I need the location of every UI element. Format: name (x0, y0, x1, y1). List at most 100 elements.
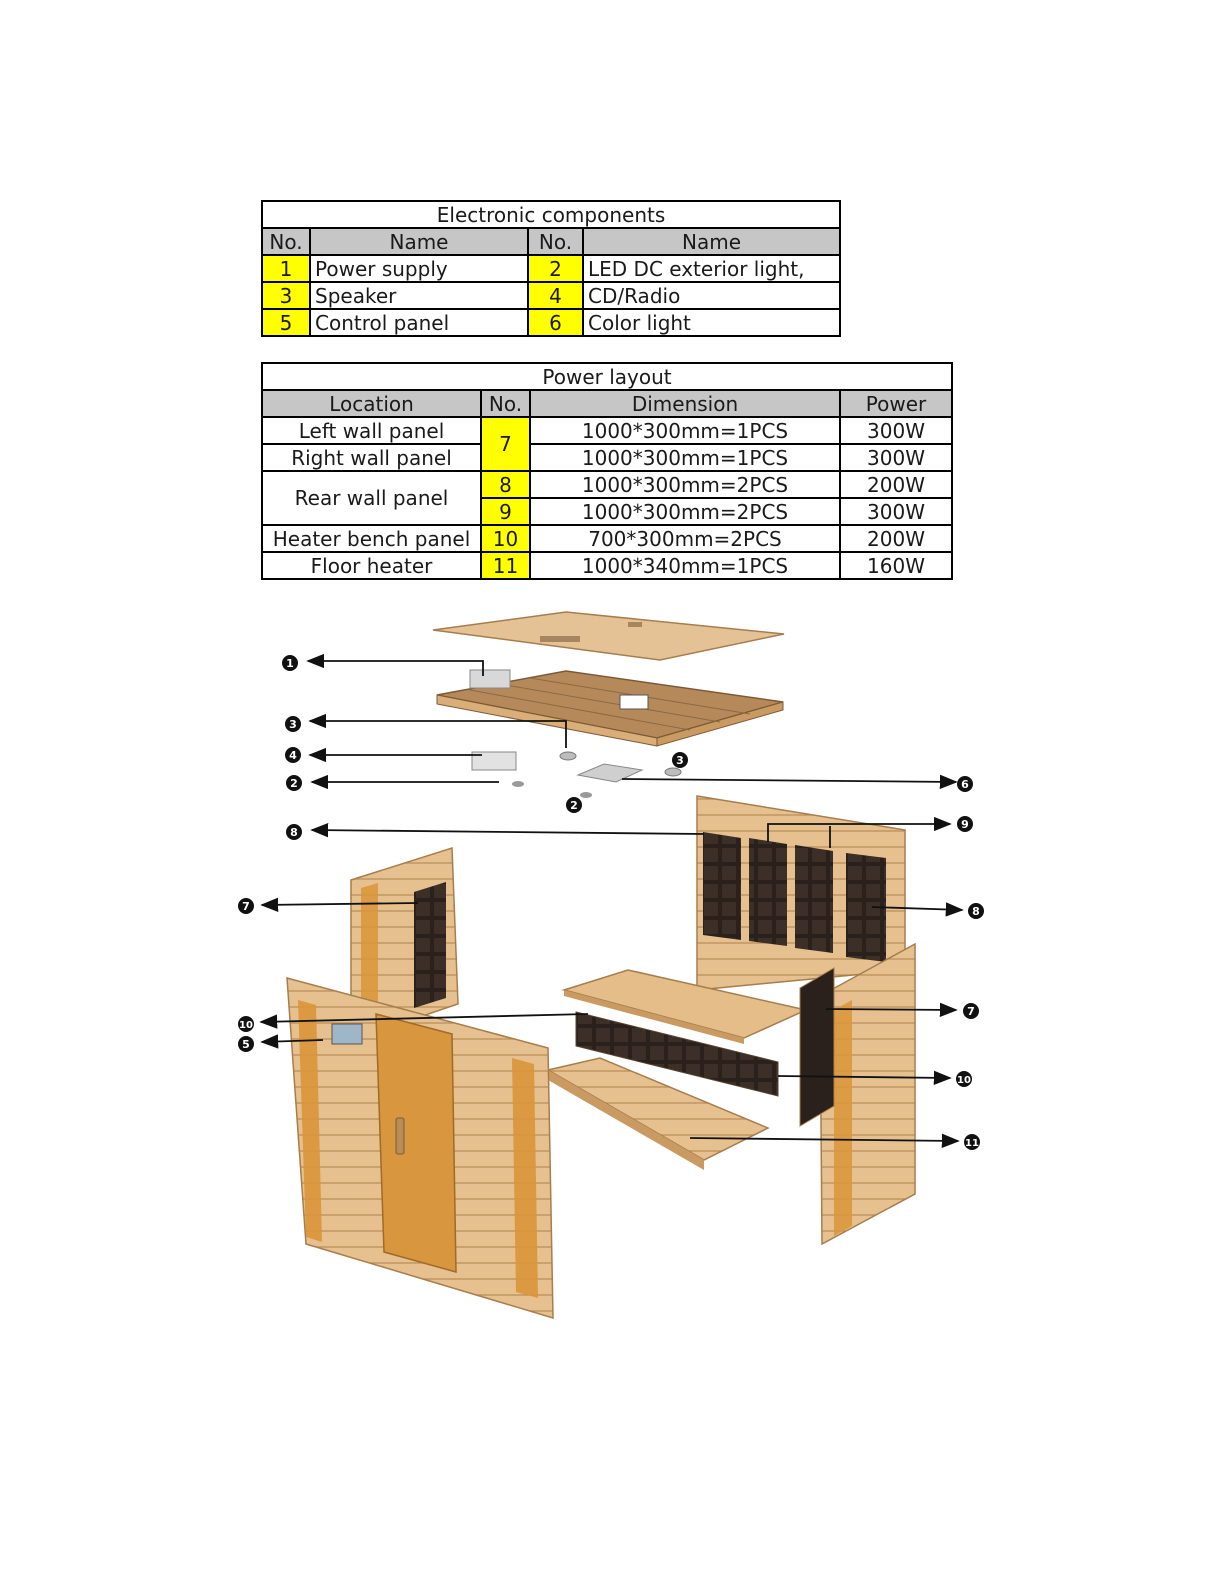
location-left-wall: Left wall panel (261, 416, 482, 445)
table-row: 1 Power supply 2 LED DC exterior light, (261, 254, 842, 283)
panel-number: 8 (480, 470, 531, 499)
header-no: No. (527, 227, 584, 256)
callout-5: 5 (238, 1036, 254, 1052)
panel-number: 10 (480, 524, 531, 553)
sauna-exploded-diagram: 1 3 4 2 3 2 6 8 9 7 8 10 (238, 611, 984, 1320)
header-no: No. (480, 389, 531, 418)
dimension-cell: 1000*300mm=2PCS (529, 497, 841, 526)
svg-text:5: 5 (242, 1038, 250, 1051)
component-name: Color light (581, 308, 842, 337)
power-cell: 300W (838, 416, 954, 445)
table-header-row: Location No. Dimension Power (261, 389, 954, 418)
callout-9: 9 (957, 816, 973, 832)
electronic-components-title: Electronic components (260, 200, 842, 229)
svg-text:1: 1 (286, 657, 294, 670)
dimension-cell: 1000*300mm=2PCS (529, 470, 841, 499)
svg-text:9: 9 (961, 818, 969, 831)
callout-2: 2 (286, 775, 302, 791)
power-cell: 160W (838, 551, 954, 580)
callout-lines (259, 653, 964, 1149)
svg-text:7: 7 (967, 1005, 975, 1018)
table-row: Heater bench panel 10 700*300mm=2PCS 200… (261, 524, 954, 553)
svg-text:3: 3 (676, 754, 684, 767)
panel-number: 9 (480, 497, 531, 526)
location-right-wall: Right wall panel (261, 443, 482, 472)
callout-7: 7 (238, 898, 254, 914)
svg-text:10: 10 (239, 1020, 253, 1031)
svg-text:2: 2 (290, 777, 298, 790)
callout-3-b: 3 (672, 752, 688, 768)
component-number: 1 (261, 254, 311, 283)
power-supply-box (469, 669, 511, 689)
cd-radio-unit (471, 751, 517, 771)
control-panel-display (331, 1023, 363, 1045)
component-number: 3 (261, 281, 311, 310)
location-heater-bench: Heater bench panel (261, 524, 482, 553)
callout-10: 10 (238, 1016, 254, 1032)
svg-text:7: 7 (242, 900, 250, 913)
component-number: 4 (527, 281, 584, 310)
power-cell: 200W (838, 524, 954, 553)
left-wall-panel (350, 846, 459, 1042)
callout-4: 4 (285, 747, 301, 763)
svg-text:8: 8 (290, 826, 298, 839)
dimension-cell: 1000*340mm=1PCS (529, 551, 841, 580)
component-number: 5 (261, 308, 311, 337)
header-dimension: Dimension (529, 389, 841, 418)
dimension-cell: 1000*300mm=1PCS (529, 443, 841, 472)
svg-text:6: 6 (961, 778, 969, 791)
speaker (559, 751, 682, 777)
component-name: CD/Radio (581, 281, 842, 310)
table-row: Floor heater 11 1000*340mm=1PCS 160W (261, 551, 954, 580)
header-name: Name (309, 227, 529, 256)
dimension-cell: 700*300mm=2PCS (529, 524, 841, 553)
led-light (512, 781, 592, 798)
power-cell: 300W (838, 443, 954, 472)
table-row: 3 Speaker 4 CD/Radio (261, 281, 842, 310)
location-floor-heater: Floor heater (261, 551, 482, 580)
header-no: No. (261, 227, 311, 256)
svg-text:2: 2 (570, 799, 578, 812)
power-layout-table: Power layout Location No. Dimension Powe… (260, 362, 954, 580)
callout-8: 8 (286, 824, 302, 840)
header-name: Name (581, 227, 842, 256)
svg-text:10: 10 (957, 1075, 971, 1086)
table-row: Left wall panel 7 1000*300mm=1PCS 300W (261, 416, 954, 472)
power-cell: 200W (838, 470, 954, 499)
callout-1: 1 (282, 655, 298, 671)
component-number: 2 (527, 254, 584, 283)
panel-number: 7 (480, 416, 531, 472)
floor-heater-panel (545, 1057, 770, 1170)
dimension-cell: 1000*300mm=1PCS (529, 416, 841, 445)
callout-6: 6 (957, 776, 973, 792)
svg-text:4: 4 (289, 749, 297, 762)
power-cell: 300W (838, 497, 954, 526)
table-title-row: Electronic components (260, 200, 842, 229)
door-handle (395, 1117, 405, 1155)
component-name: LED DC exterior light, (581, 254, 842, 283)
table-row: Rear wall panel 8 1000*300mm=2PCS 200W (261, 470, 954, 526)
header-location: Location (261, 389, 482, 418)
header-power: Power (838, 389, 954, 418)
color-light-panel (576, 763, 644, 783)
table-header-row: No. Name No. Name (261, 227, 842, 256)
svg-text:8: 8 (972, 905, 980, 918)
callout-7-b: 7 (963, 1003, 979, 1019)
table-title-row: Power layout (260, 362, 954, 391)
table-row: Right wall panel 1000*300mm=1PCS 300W (261, 443, 954, 472)
callout-3: 3 (285, 716, 301, 732)
table-row: 5 Control panel 6 Color light (261, 308, 842, 337)
callout-11: 11 (964, 1134, 980, 1150)
component-name: Power supply (309, 254, 529, 283)
power-layout-title: Power layout (260, 362, 954, 391)
component-number: 6 (527, 308, 584, 337)
component-name: Control panel (309, 308, 529, 337)
electronic-components-table: Electronic components No. Name No. Name … (260, 200, 842, 337)
right-wall-panel (799, 942, 916, 1246)
glass-door (375, 1013, 457, 1273)
component-name: Speaker (309, 281, 529, 310)
location-rear-wall: Rear wall panel (261, 470, 482, 526)
callout-2-b: 2 (566, 797, 582, 813)
callout-10-b: 10 (956, 1071, 972, 1087)
rear-wall-panel (696, 795, 906, 991)
